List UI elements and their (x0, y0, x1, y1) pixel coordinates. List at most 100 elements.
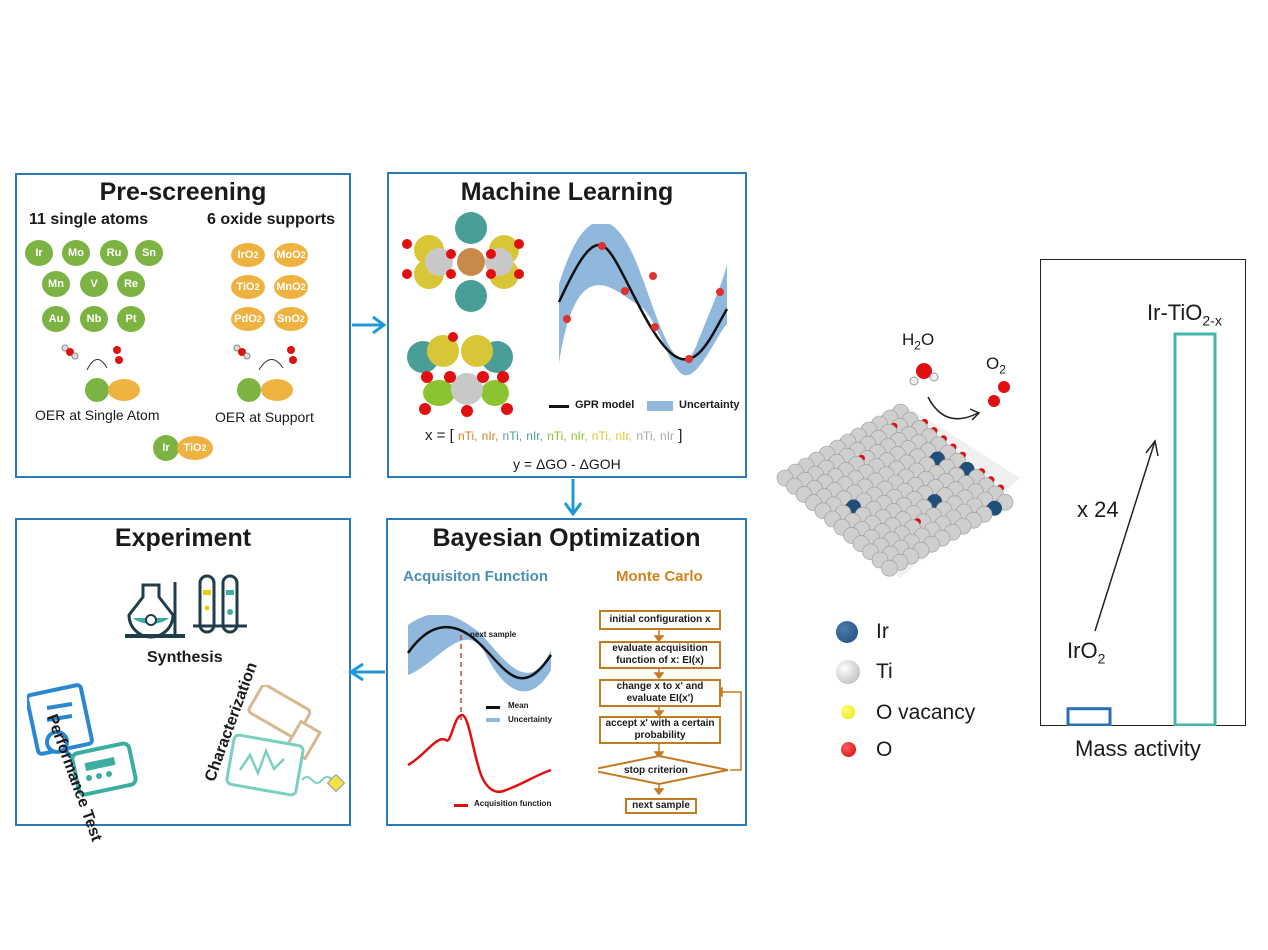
oer-support-illustration (233, 344, 297, 402)
next-sample-label: next sample (470, 630, 517, 639)
flow-step-stop: stop criterion (624, 765, 688, 776)
combo-atom: Ir (153, 435, 179, 461)
gpr-data-point (651, 323, 659, 331)
mass-activity-chart (1066, 332, 1217, 726)
gpr-data-point (563, 315, 571, 323)
legend-ir-dot (836, 621, 858, 643)
prescreening-title: Pre-screening (99, 178, 267, 206)
mc-heading: Monte Carlo (616, 568, 703, 585)
bar-0 (1066, 707, 1112, 726)
legend-uncertainty-swatch (486, 718, 500, 722)
stop-criterion-diamond (598, 754, 729, 786)
category-label-irtio2: Ir-TiO2-x (1147, 300, 1222, 328)
atom-ir: Ir (25, 240, 53, 266)
atom-mo: Mo (62, 240, 90, 266)
gpr-data-point (649, 272, 657, 280)
gpr-legend-uncertainty: Uncertainty (679, 399, 740, 411)
legend-ir-label: Ir (876, 620, 889, 643)
acq-uncertainty-band (408, 615, 551, 692)
legend-mean: Mean (508, 701, 529, 710)
flow-step-change: change x to x' and evaluate EI(x') (599, 679, 721, 707)
gpr-data-point (598, 242, 606, 250)
atom-mn: Mn (42, 271, 70, 297)
flow-step-accept: accept x' with a certain probability (599, 716, 721, 744)
legend-uncertainty: Uncertainty (508, 715, 553, 724)
chart-xlabel: Mass activity (1075, 736, 1201, 761)
synthesis-label: Synthesis (147, 649, 223, 666)
oer-single-illustration (61, 344, 140, 402)
x-term: nIr (660, 429, 675, 443)
category-label-iro2: IrO2 (1067, 638, 1105, 666)
gpr-legend-model: GPR model (575, 399, 635, 411)
h2o-label: H2O (902, 330, 934, 352)
x-term: nTi, (636, 429, 656, 443)
feature-vector: x = [ nTi, nIr, nTi, nIr, nTi, nIr, nTi,… (425, 427, 682, 444)
molecules-and-arrow (909, 363, 1010, 421)
x-term: nTi, (547, 429, 567, 443)
o2-label: O2 (986, 354, 1006, 376)
acq-function-line (407, 713, 552, 793)
bar-1 (1173, 332, 1217, 726)
supports-heading: 6 oxide supports (207, 211, 336, 228)
acquisition-plot (406, 615, 553, 793)
h2o-text: H2O (902, 330, 935, 353)
x-suffix: ] (678, 427, 683, 444)
increase-arrow (1094, 440, 1156, 632)
gpr-data-point (621, 287, 629, 295)
y-equation: y = ΔGO - ΔGOH (513, 456, 621, 472)
legend-ti-label: Ti (876, 660, 893, 683)
chart-frame (1040, 259, 1246, 726)
gpr-legend-model-swatch (549, 405, 569, 408)
x-term: nIr, (615, 429, 633, 443)
flow-step-next: next sample (625, 798, 697, 814)
o2-text: O2 (986, 354, 1006, 377)
characterization-icon (225, 685, 346, 797)
synthesis-icon (125, 574, 247, 639)
x-prefix: x = [ (425, 427, 454, 444)
atom-v: V (80, 271, 108, 297)
atom-pt: Pt (117, 306, 145, 332)
gpr-plot (557, 224, 729, 376)
performance-test-icon (27, 683, 138, 797)
x-term: nIr, (481, 429, 499, 443)
category-irtio2-text: Ir-TiO2-x (1147, 300, 1222, 329)
molecule-top-view (402, 212, 524, 312)
atom-ru: Ru (100, 240, 128, 266)
acq-heading: Acquisiton Function (403, 568, 548, 585)
catalyst-slab (776, 403, 1020, 578)
x-term: nTi, (457, 429, 478, 443)
atom-au: Au (42, 306, 70, 332)
x-term: nIr, (526, 429, 543, 443)
legend-acq-swatch (454, 804, 468, 807)
ml-panel: Machine Learning GPR model Uncertai (387, 172, 747, 478)
category-iro2-text: IrO2 (1067, 638, 1106, 667)
x-term: nIr, (570, 429, 588, 443)
molecule-side-view (407, 332, 513, 417)
legend-ti-dot (836, 660, 860, 684)
acq-mean-line (406, 625, 553, 680)
flow-step-initial: initial configuration x (599, 610, 721, 630)
gpr-data-point (685, 355, 693, 363)
atom-nb: Nb (80, 306, 108, 332)
legend-o-label: O (876, 738, 893, 761)
legend-acq: Acquisition function (474, 799, 552, 808)
x-term: nTi, (502, 429, 523, 443)
gpr-legend-uncertainty-swatch (647, 401, 673, 411)
legend-o-dot (841, 742, 856, 757)
gpr-data-point (716, 288, 724, 296)
bo-panel: Bayesian Optimization Acquisiton Functio… (386, 518, 747, 826)
legend-vacancy-label: O vacancy (876, 701, 976, 724)
increase-arrowhead (1145, 439, 1159, 457)
oer-single-label: OER at Single Atom (35, 407, 160, 423)
oer-support-label: OER at Support (215, 409, 314, 425)
atom-sn: Sn (135, 240, 163, 266)
atom-re: Re (117, 271, 145, 297)
